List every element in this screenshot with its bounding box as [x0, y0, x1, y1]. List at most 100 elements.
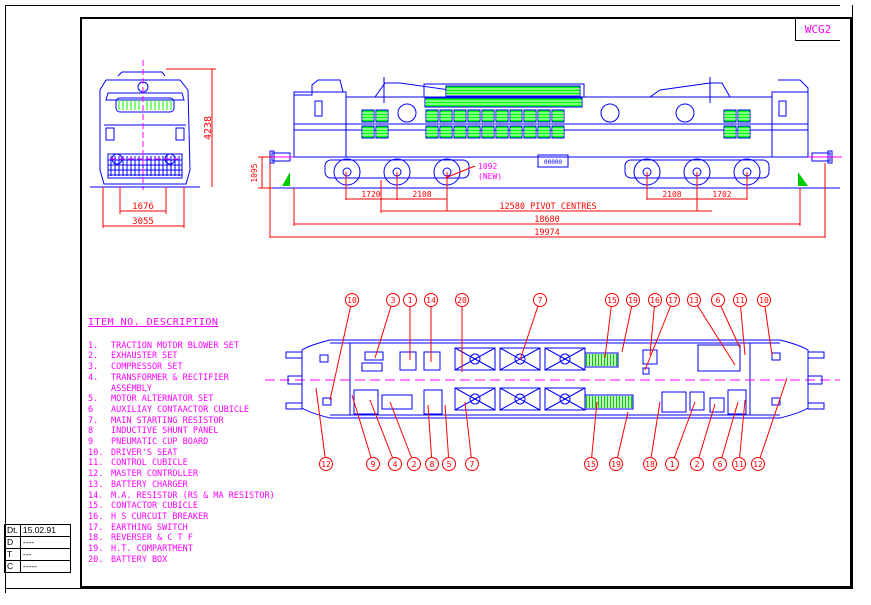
pantograph-left — [374, 82, 451, 98]
callout-balloon — [690, 457, 704, 471]
driver-seat-right-bottom — [771, 397, 781, 406]
legend-item: 18.REVERSER & C T F — [88, 533, 275, 544]
note-1092: 1092 — [478, 162, 497, 171]
legend-item: 19. H.T. COMPARTMENT — [88, 544, 275, 555]
callout-balloon — [425, 457, 439, 471]
callout-leader — [590, 401, 598, 465]
callout-leader — [604, 299, 613, 359]
revision-row: C----- — [4, 560, 72, 573]
resistor-box — [454, 347, 496, 371]
dim-wheelbase-left-1: 1720 — [361, 190, 380, 199]
legend-item-description: CONTACTOR CUBICLE — [111, 501, 198, 512]
callout-number: 11 — [735, 296, 745, 305]
dim-width: 3055 — [132, 217, 154, 227]
callout-balloon — [403, 293, 417, 307]
wheel-chock-left — [282, 172, 290, 186]
callout-number: 16 — [650, 296, 660, 305]
battery-box-label: 00000 — [544, 159, 562, 166]
legend-item-description: TRACTION MOTOR BLOWER SET — [111, 340, 239, 351]
end-roof — [117, 71, 166, 77]
end-windscreen — [115, 97, 175, 113]
legend-item-number: 4. — [88, 372, 99, 383]
dim-buffer-height: 1095 — [250, 163, 259, 182]
callout-leader — [615, 411, 629, 465]
legend-item: 4.TRANSFORMER & RECTIFIER — [88, 373, 275, 384]
callout-number: 13 — [689, 296, 699, 305]
louvre-panel — [424, 97, 583, 108]
legend-item-description: H S CURCUIT BREAKER — [111, 511, 209, 522]
callout-number: 2 — [412, 460, 417, 469]
callout-balloon — [465, 457, 479, 471]
legend-item-description: MAIN STARTING RESISTOR — [111, 415, 224, 426]
end-hood — [105, 92, 185, 101]
legend-item-description: EXHAUSTER SET — [111, 351, 178, 362]
callout-balloon — [319, 457, 333, 471]
callout-balloon — [643, 457, 657, 471]
callout-number: 6 — [716, 296, 721, 305]
callout-leader — [757, 377, 788, 465]
side-dimensions — [258, 156, 826, 238]
aux-contactor-cubicle — [727, 389, 747, 415]
cab-right-roof — [778, 79, 809, 92]
callout-number: 12 — [321, 460, 331, 469]
legend-item-number: 17. — [88, 522, 104, 533]
plan-view — [301, 339, 809, 419]
callout-balloon — [609, 457, 623, 471]
legend-item-description: MASTER CONTROLLER — [111, 469, 198, 480]
callout-balloon — [626, 293, 640, 307]
callout-number: 10 — [759, 296, 769, 305]
end-lamp-right — [175, 127, 185, 141]
revision-value: --- — [19, 548, 72, 561]
callout-number: 5 — [447, 460, 452, 469]
callout-leader — [329, 299, 353, 401]
resistor-fan — [514, 393, 526, 405]
legend-item-number: 10. — [88, 447, 104, 458]
callout-balloon — [648, 293, 662, 307]
legend-item: ASSEMBLY — [88, 384, 275, 395]
pantograph-right — [649, 82, 731, 98]
callout-leader — [649, 401, 661, 465]
callout-number: 17 — [668, 296, 678, 305]
plan-buffers — [285, 351, 825, 410]
legend-item-number: 14. — [88, 490, 104, 501]
legend-item-number: 18. — [88, 533, 104, 544]
callout-leader — [519, 299, 541, 361]
legend-item-description: EARTHING SWITCH — [111, 522, 188, 533]
revision-value: ---- — [19, 536, 72, 549]
dim-height: 4238 — [203, 116, 214, 140]
callout-number: 1 — [670, 460, 675, 469]
callout-leader — [649, 299, 656, 356]
callout-leader — [621, 299, 634, 353]
callout-number: 7 — [470, 460, 475, 469]
battery-box — [537, 154, 569, 168]
resistor-cross — [544, 347, 586, 371]
dim-over-buffers: 19974 — [534, 228, 560, 238]
legend-item: 13.BATTERY CHARGER — [88, 480, 275, 491]
exhauster — [381, 394, 413, 410]
callout-balloon — [455, 293, 469, 307]
legend-item-description: H.T. COMPARTMENT — [111, 544, 193, 555]
callout-number: 7 — [538, 296, 543, 305]
legend-item-number: 15. — [88, 501, 104, 512]
callout-balloon — [711, 293, 725, 307]
louvre-panel — [445, 85, 581, 97]
revision-key: Dt. — [4, 524, 21, 537]
legend-item-description: BATTERY CHARGER — [111, 479, 188, 490]
porthole-1 — [397, 103, 417, 123]
callout-balloon — [388, 457, 402, 471]
resistor-cross — [499, 387, 541, 411]
callout-number: 8 — [430, 460, 435, 469]
legend-item: 14.M.A. RESISTOR (RS & MA RESISTOR) — [88, 491, 275, 502]
legend-item-description: AUXILIAY CONTAACTOR CUBICLE — [111, 404, 250, 415]
drawing-frame — [80, 17, 852, 588]
callout-balloon — [665, 457, 679, 471]
revision-key: C — [4, 560, 21, 573]
callout-leader — [644, 299, 674, 371]
callout-balloon — [386, 293, 400, 307]
earthing-switch — [642, 367, 650, 375]
legend-item-description: ASSEMBLY — [111, 383, 152, 394]
end-windscreen-louvres — [118, 100, 172, 110]
legend-item-number: 19. — [88, 544, 104, 555]
